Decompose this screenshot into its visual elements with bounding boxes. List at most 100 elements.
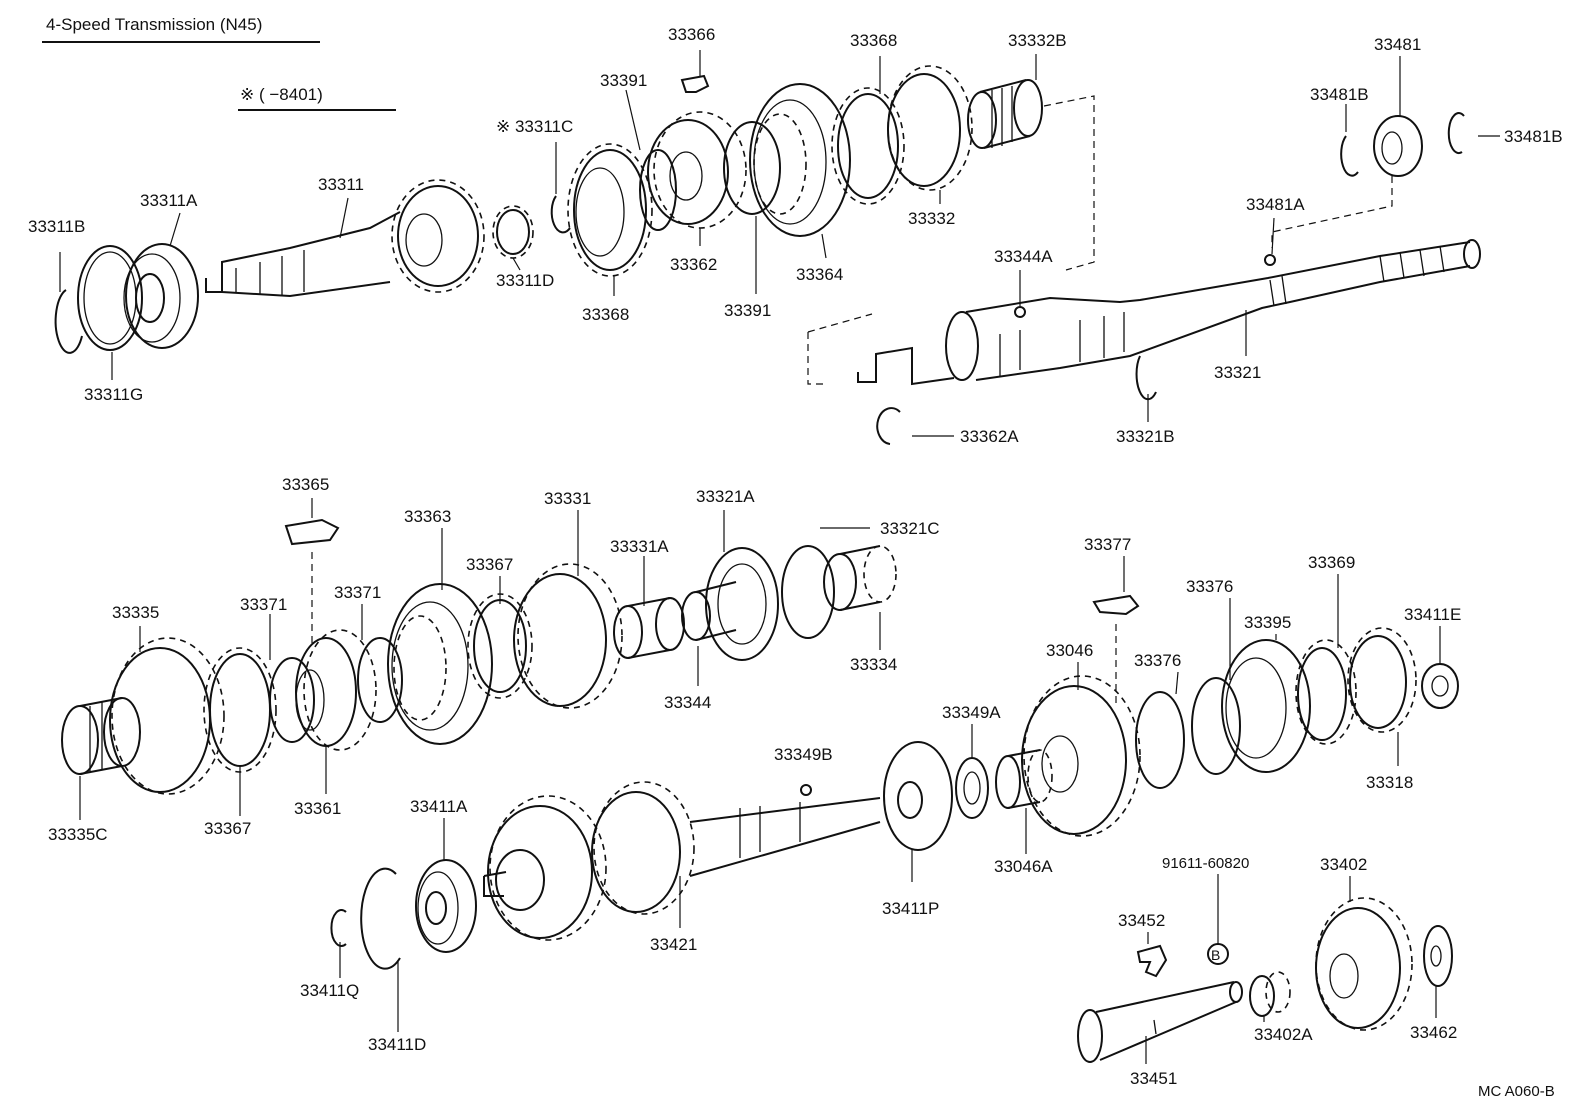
countershaft-33421 (483, 781, 881, 941)
gear-33369 (1295, 639, 1357, 745)
snap-ring-33311B (54, 289, 83, 354)
label-33332B: 33332B (1008, 31, 1067, 50)
idler-gear-33402 (1315, 897, 1413, 1031)
ring-33391 (723, 121, 781, 215)
label-33371-right: 33371 (334, 583, 381, 602)
sleeve-33395 (1221, 639, 1311, 773)
label-33376-top: 33376 (1186, 577, 1233, 596)
label-33331A: 33331A (610, 537, 669, 556)
ring-33376-right (1191, 677, 1241, 775)
label-33368-top: 33368 (850, 31, 897, 50)
ball-33481A (1264, 254, 1276, 266)
bearing-33402A (1249, 971, 1291, 1017)
label-33411P: 33411P (882, 899, 939, 918)
label-91611-60820: 91611-60820 (1162, 855, 1249, 872)
spacer-33344 (681, 581, 737, 641)
gear-33363 (387, 583, 493, 745)
idler-shaft-33451 (1077, 981, 1243, 1063)
label-33402: 33402 (1320, 855, 1367, 874)
label-33311C: ※ 33311C (496, 117, 573, 136)
label-33311: 33311 (318, 175, 364, 194)
label-33344A: 33344A (994, 247, 1053, 266)
bolt-badge-letter: B (1211, 947, 1220, 963)
gear-33481 (1373, 115, 1423, 177)
label-33364: 33364 (796, 265, 843, 284)
date-note: ※ ( −8401) (240, 85, 323, 104)
snap-ring-33481B-right (1447, 112, 1465, 155)
label-33366: 33366 (668, 25, 715, 44)
label-33311A: 33311A (140, 191, 198, 210)
label-33367-top: 33367 (466, 555, 513, 574)
label-33481A: 33481A (1246, 195, 1305, 214)
label-33369: 33369 (1308, 553, 1355, 572)
synchro-ring-33368 (567, 143, 653, 277)
gear-33331 (513, 563, 623, 709)
bearing-33335C (61, 697, 141, 775)
output-shaft-33321 (857, 239, 1481, 386)
ring-33376-left (1135, 691, 1185, 789)
nut-33411E (1421, 663, 1459, 709)
hub-sleeve-33362 (639, 111, 747, 231)
label-33361: 33361 (294, 799, 341, 818)
snap-ring-33481B-left (1340, 135, 1359, 177)
snap-ring-33411Q (330, 909, 347, 947)
gear-33321A (705, 547, 779, 661)
label-33046A: 33046A (994, 857, 1053, 876)
label-33321C: 33321C (880, 519, 940, 538)
key-33365 (284, 518, 340, 546)
phantom-line-33481 (1271, 176, 1393, 248)
gear-33364 (749, 83, 851, 237)
label-33377: 33377 (1084, 535, 1131, 554)
label-33046: 33046 (1046, 641, 1093, 660)
label-33402A: 33402A (1254, 1025, 1313, 1044)
synchro-33368-upper (831, 87, 905, 205)
label-33334: 33334 (850, 655, 897, 674)
label-33335C: 33335C (48, 825, 108, 844)
gear-33046 (1021, 675, 1141, 837)
label-33451: 33451 (1130, 1069, 1177, 1088)
label-33462: 33462 (1410, 1023, 1457, 1042)
label-33349B: 33349B (774, 745, 833, 764)
label-33362A: 33362A (960, 427, 1019, 446)
label-33371-left: 33371 (240, 595, 287, 614)
label-33391-bottom: 33391 (724, 301, 771, 320)
label-33452: 33452 (1118, 911, 1165, 930)
snap-ring-33311C (550, 195, 571, 234)
snap-ring-33411D (360, 867, 401, 970)
label-33376-bottom: 33376 (1134, 651, 1181, 670)
label-33332: 33332 (908, 209, 955, 228)
diagram-title: 4-Speed Transmission (N45) (46, 15, 262, 34)
label-33321: 33321 (1214, 363, 1261, 382)
bearing-33311A (123, 243, 199, 349)
bearing-33411A (415, 859, 477, 953)
label-33365: 33365 (282, 475, 329, 494)
label-33321A: 33321A (696, 487, 755, 506)
bearing-33332B (967, 79, 1043, 149)
roller-33311D (492, 205, 534, 259)
label-33411D: 33411D (368, 1035, 426, 1054)
label-33335: 33335 (112, 603, 159, 622)
label-33311B: 33311B (28, 217, 85, 236)
bearing-33411P (883, 741, 953, 851)
leader-lines (59, 50, 1500, 1064)
label-33363: 33363 (404, 507, 451, 526)
washer-33462 (1423, 925, 1453, 987)
ring-33371-right (357, 637, 403, 723)
synchro-ring-33367-left (203, 647, 277, 773)
ring-33371-left (269, 657, 315, 743)
snap-ring-33362A (876, 407, 901, 445)
ball-33349B (800, 784, 812, 796)
label-33421: 33421 (650, 935, 697, 954)
label-33321B: 33321B (1116, 427, 1175, 446)
snap-ring-33321B (1135, 355, 1157, 401)
label-33311D: 33311D (496, 271, 554, 290)
key-33377 (1092, 594, 1140, 616)
label-33411E: 33411E (1404, 605, 1461, 624)
spacer-33349A (955, 757, 989, 819)
label-33395: 33395 (1244, 613, 1291, 632)
label-33481: 33481 (1374, 35, 1421, 54)
phantom-line-output (807, 313, 873, 385)
part-labels: 33311B 33311A 33311 33311G 33311D ※ 3331… (28, 25, 1563, 1088)
label-33368-bottom: 33368 (582, 305, 629, 324)
